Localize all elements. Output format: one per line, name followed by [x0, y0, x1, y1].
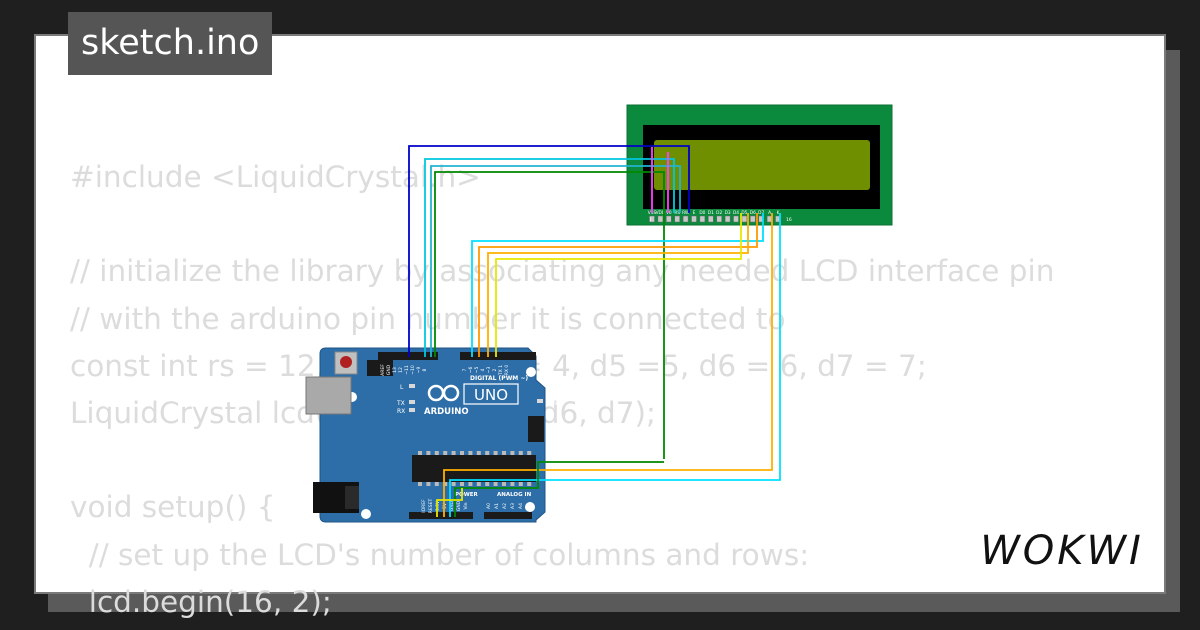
wokwi-logo-text: WOKWI: [980, 528, 1144, 574]
code-line: LiquidCrystal lcd(rs, en, d4, d5, d6, d7…: [70, 396, 656, 431]
project-filename-tag[interactable]: sketch.ino: [68, 12, 273, 75]
code-line: // set up the LCD's number of columns an…: [70, 537, 810, 572]
code-line: void setup() {: [70, 490, 276, 525]
code-preview: #include <LiquidCrystal.h> // initialize…: [70, 154, 1054, 626]
code-line: // with the arduino pin number it is con…: [70, 301, 786, 336]
code-line: const int rs = 12, en = 11, d4 = 4, d5 =…: [70, 348, 927, 383]
wokwi-logo[interactable]: WOKWI: [972, 520, 1152, 584]
code-line: // initialize the library by associating…: [70, 254, 1055, 289]
code-line: #include <LiquidCrystal.h>: [70, 160, 481, 194]
code-line: lcd.begin(16, 2);: [70, 584, 332, 619]
preview-card[interactable]: #include <LiquidCrystal.h> // initialize…: [34, 34, 1166, 619]
